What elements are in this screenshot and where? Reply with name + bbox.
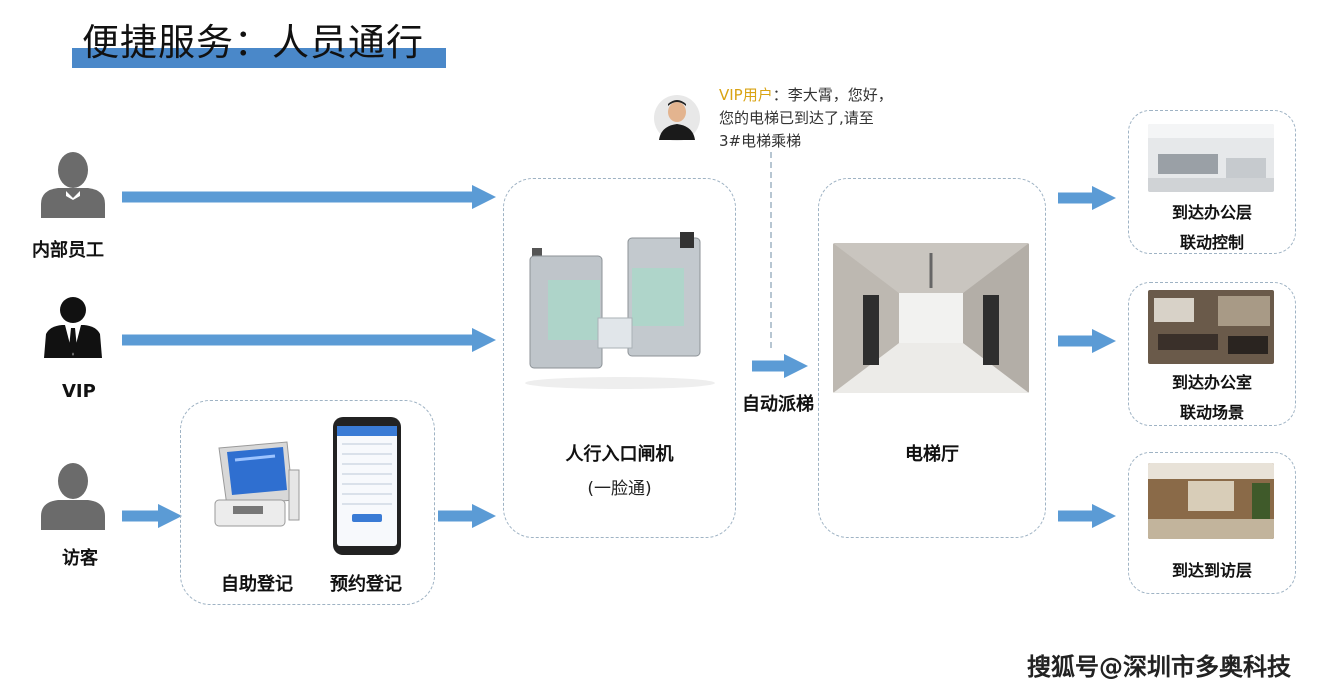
employee-label: 内部员工 — [32, 240, 104, 261]
auto-dispatch-label: 自动派梯 — [742, 394, 814, 415]
employee-icon — [41, 152, 105, 218]
vip-icon — [44, 297, 102, 358]
visitor-icon — [41, 463, 105, 530]
vip-message-tag: VIP用户 — [719, 86, 773, 104]
self-service-registration-label: 自助登记 — [221, 574, 293, 595]
office-floor-image — [1148, 124, 1274, 192]
office-room-image — [1148, 290, 1274, 364]
vip-message: VIP用户：李大霄，您好， 您的电梯已到达了,请至 3#电梯乘梯 — [719, 84, 893, 153]
watermark: 搜狐号@深圳市多奥科技 — [1027, 653, 1291, 681]
turnstile-image — [525, 232, 715, 389]
vip-message-greeting: ：李大霄，您好， — [772, 86, 893, 104]
elevator-hall-label: 电梯厅 — [905, 444, 959, 465]
elevator-hall-image — [833, 243, 1029, 393]
vip-message-line3: 3#电梯乘梯 — [719, 132, 802, 150]
destination-office-room-box — [1128, 282, 1296, 426]
destination-1-line2: 联动控制 — [1179, 233, 1244, 252]
page-title: 便捷服务：人员通行 — [82, 21, 424, 64]
vip-user-avatar — [654, 95, 700, 141]
gate-label: 人行入口闸机 — [565, 444, 674, 465]
destination-3-line1: 到达到访层 — [1171, 561, 1252, 580]
kiosk-image — [214, 441, 300, 527]
destination-1-line1: 到达办公层 — [1171, 203, 1252, 222]
destination-2-line1: 到达办公室 — [1171, 373, 1252, 392]
registration-box — [180, 400, 435, 605]
destination-visit-floor-box — [1128, 452, 1296, 594]
title-underline-bar — [72, 48, 446, 68]
visitor-label: 访客 — [62, 548, 98, 569]
visit-floor-image — [1148, 463, 1274, 539]
elevator-hall-box — [818, 178, 1046, 538]
phone-image — [333, 417, 401, 555]
destination-2-line2: 联动场景 — [1179, 403, 1244, 422]
vip-label: VIP — [62, 381, 96, 402]
gate-box — [503, 178, 736, 538]
destination-office-floor-box — [1128, 110, 1296, 254]
appointment-registration-label: 预约登记 — [330, 574, 402, 595]
gate-sublabel: (一脸通) — [587, 479, 652, 499]
vip-message-line2: 您的电梯已到达了,请至 — [719, 109, 874, 127]
